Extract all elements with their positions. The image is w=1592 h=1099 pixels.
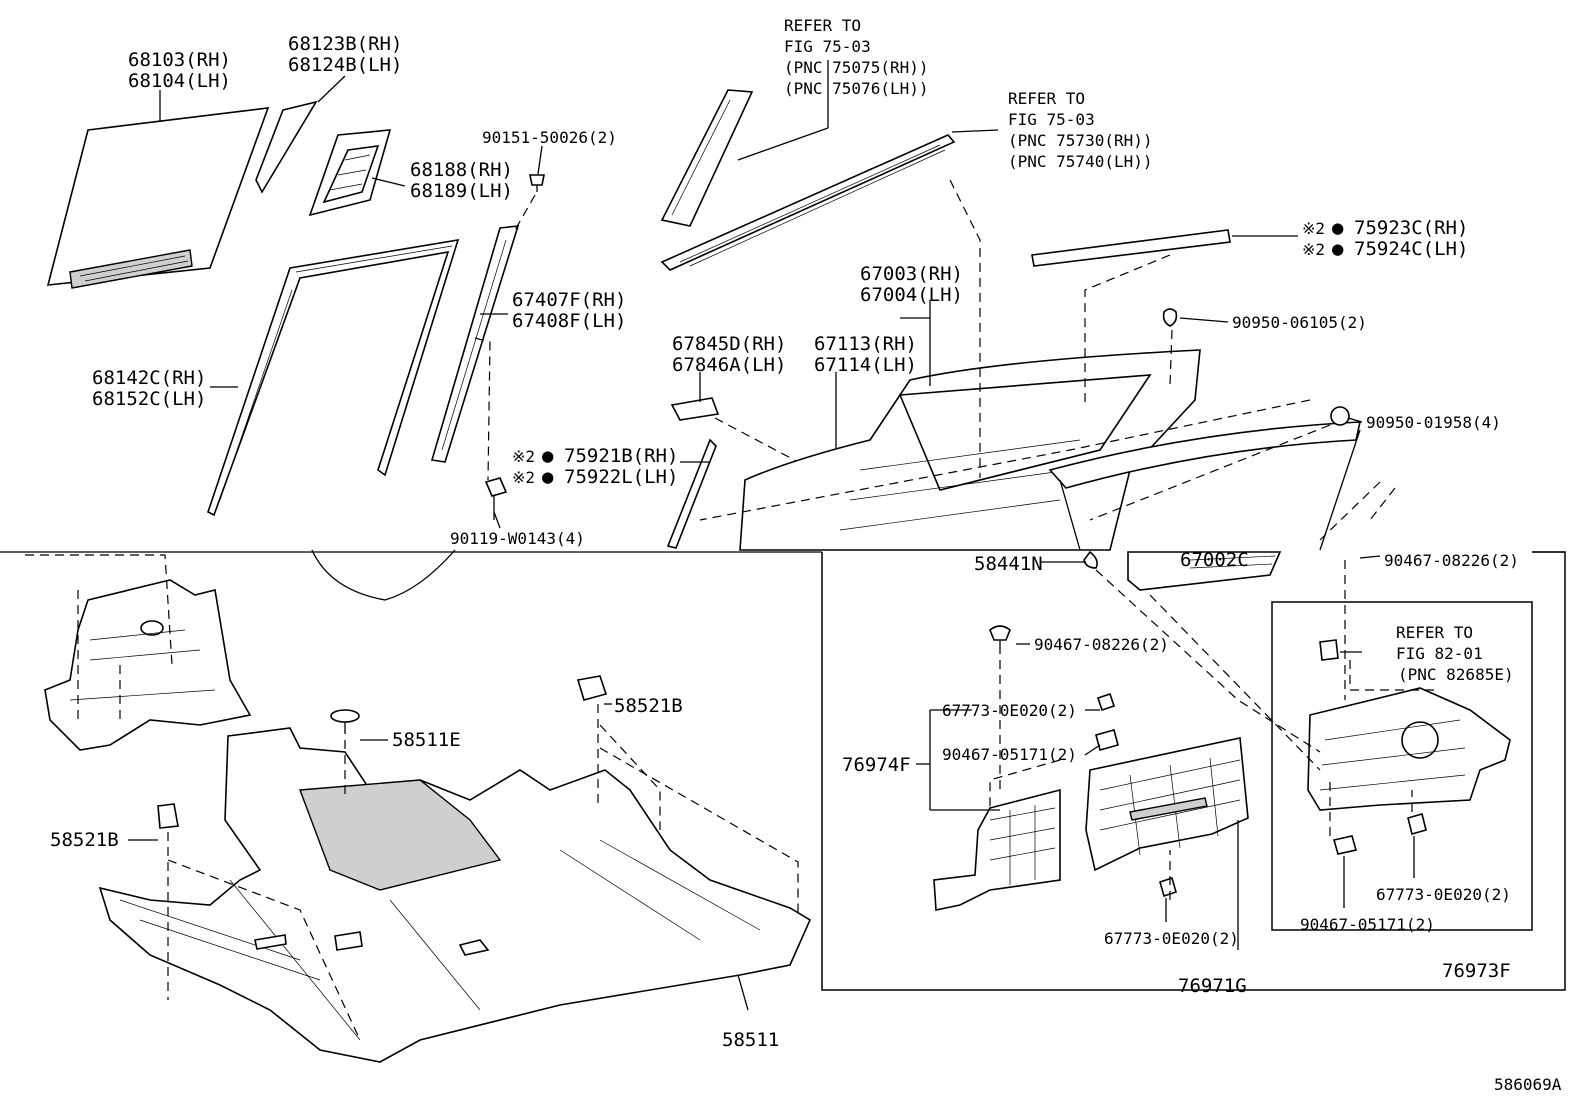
label-mark-a-1: ※2 <box>512 447 535 466</box>
label-clip-top: 90950-06105(2) <box>1232 313 1367 332</box>
label-inner-frame-lh: 67114(LH) <box>814 354 917 376</box>
label-mark-b-4: ● <box>1332 238 1344 260</box>
label-cover-76974f: 76974F <box>842 754 911 776</box>
label-mark-a-3: ※2 <box>1302 219 1325 238</box>
screw-top <box>529 174 545 192</box>
carpet-clip-1 <box>576 675 608 701</box>
label-mark-b-3: ● <box>1332 217 1344 239</box>
cover-76971g <box>1085 737 1249 872</box>
callout-labels: 68103(RH) 68104(LH) 68123B(RH) 68124B(LH… <box>50 16 1562 1094</box>
figure-id: 586069A <box>1494 1075 1562 1094</box>
label-cover-76971g: 76971G <box>1178 975 1247 997</box>
label-molding-a-rh: 75921B(RH) <box>564 445 678 467</box>
label-carpet: 58511 <box>722 1029 779 1051</box>
label-glass-rh: 68103(RH) <box>128 49 231 71</box>
label-screw-top: 90151-50026(2) <box>482 128 617 147</box>
molding-a <box>666 438 717 549</box>
label-mark-b-2: ● <box>542 466 554 488</box>
cover-76973f <box>1307 687 1511 811</box>
label-run-channel-lh: 68152C(LH) <box>92 388 206 410</box>
label-cover-76973f: 76973F <box>1442 960 1511 982</box>
bolt <box>484 477 508 520</box>
molding-b <box>1031 229 1231 267</box>
floor-carpet <box>98 727 812 1063</box>
door-belt-molding <box>660 134 956 271</box>
label-nut-c: 67773-0E020(2) <box>1376 885 1511 904</box>
label-mark-a-2: ※2 <box>512 468 535 487</box>
label-molding-b-rh: 75923C(RH) <box>1354 217 1468 239</box>
clip-82685e <box>1319 639 1339 661</box>
ref-b-line-1: REFER TO <box>1008 89 1085 108</box>
carpet-clip-2 <box>157 803 179 829</box>
label-molding-a-lh: 75922L(LH) <box>564 466 678 488</box>
label-clip-e: 90467-05171(2) <box>1300 915 1435 934</box>
label-molding-b-lh: 75924C(LH) <box>1354 238 1468 260</box>
label-nut-b: 67773-0E020(2) <box>1104 929 1239 948</box>
cover-partial <box>1127 551 1282 591</box>
ref-b-line-3: (PNC 75730(RH)) <box>1008 131 1153 150</box>
label-bolt: 90119-W0143(4) <box>450 529 585 548</box>
label-clip-a: 58441N <box>974 553 1043 575</box>
ref-b-line-2: FIG 75-03 <box>1008 110 1095 129</box>
run-channel <box>207 238 460 517</box>
door-panel <box>739 349 1201 551</box>
label-bracket-lh: 67846A(LH) <box>672 354 786 376</box>
label-clip-c: 90467-08226(2) <box>1034 635 1169 654</box>
label-glass-lh: 68104(LH) <box>128 70 231 92</box>
cover-76974f <box>933 788 1061 911</box>
leader-lines <box>128 60 1415 1011</box>
door-glass <box>46 107 270 289</box>
ref-a-line-3: (PNC 75075(RH)) <box>784 58 929 77</box>
division-bar <box>430 225 520 463</box>
inset-frame <box>1271 601 1533 931</box>
ref-a-line-2: FIG 75-03 <box>784 37 871 56</box>
inner-frame <box>1048 421 1362 551</box>
ref-c-line-1: REFER TO <box>1396 623 1473 642</box>
label-division-bar-rh: 67407F(RH) <box>512 289 626 311</box>
ref-a-line-4: (PNC 75076(LH)) <box>784 79 929 98</box>
label-nut-a: 67773-0E020(2) <box>942 701 1077 720</box>
label-clip-d: 90467-05171(2) <box>942 745 1077 764</box>
label-bracket-rh: 67845D(RH) <box>672 333 786 355</box>
ref-b-line-4: (PNC 75740(LH)) <box>1008 152 1153 171</box>
label-door-panel-rh: 67003(RH) <box>860 263 963 285</box>
clip-top <box>1162 308 1178 327</box>
label-carpet-clip-1: 58521B <box>614 695 683 717</box>
clip-side <box>1330 406 1350 426</box>
trim-group-frame <box>821 551 1566 991</box>
label-carpet-plug: 58511E <box>392 729 461 751</box>
quarter-frame <box>308 129 392 217</box>
label-run-channel-rh: 68142C(RH) <box>92 367 206 389</box>
label-quarter-glass-rh: 68123B(RH) <box>288 33 402 55</box>
label-clip-b: 90467-08226(2) <box>1384 551 1519 570</box>
label-division-bar-lh: 67408F(LH) <box>512 310 626 332</box>
quarter-glass <box>255 100 318 194</box>
label-mark-b-1: ● <box>542 445 554 467</box>
ref-a-line-1: REFER TO <box>784 16 861 35</box>
label-quarter-frame-rh: 68188(RH) <box>410 159 513 181</box>
side-carpet-panel <box>44 579 252 751</box>
bracket <box>670 397 720 421</box>
label-door-panel-lh: 67004(LH) <box>860 284 963 306</box>
ref-c-line-2: FIG 82-01 <box>1396 644 1483 663</box>
carpet-plug <box>330 709 360 734</box>
label-inner-frame-rh: 67113(RH) <box>814 333 917 355</box>
label-clip-side: 90950-01958(4) <box>1366 413 1501 432</box>
ref-c-line-3: (PNC 82685E) <box>1398 665 1514 684</box>
label-partial: 67002C <box>1180 549 1249 571</box>
label-quarter-glass-lh: 68124B(LH) <box>288 54 402 76</box>
label-carpet-clip-2: 58521B <box>50 829 119 851</box>
label-quarter-frame-lh: 68189(LH) <box>410 180 513 202</box>
door-molding-ref-a <box>660 89 754 227</box>
fasteners <box>989 550 1427 898</box>
label-mark-a-4: ※2 <box>1302 240 1325 259</box>
